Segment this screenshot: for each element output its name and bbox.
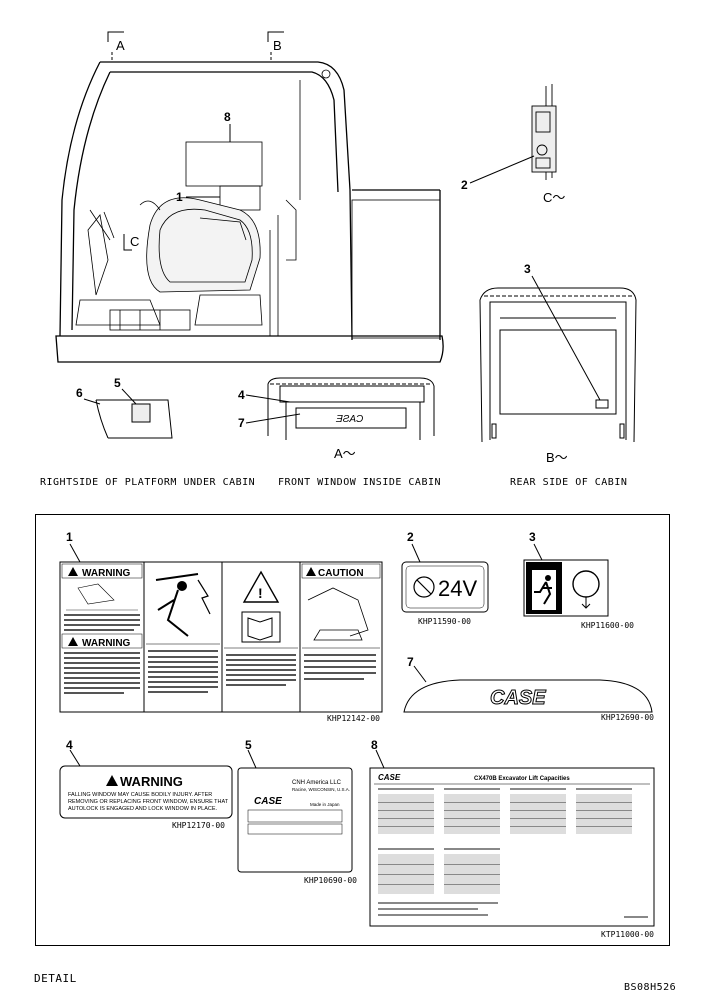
decal-2: 24V (401, 543, 489, 613)
cab-interior (75, 69, 331, 336)
decal-4-line2: REMOVING OR REPLACING FRONT WINDOW, ENSU… (68, 799, 229, 805)
caption-platform: RIGHTSIDE OF PLATFORM UNDER CABIN (40, 477, 256, 488)
section-a-label: A (116, 38, 125, 53)
view-c-letter: C (130, 234, 139, 249)
platform-view (95, 399, 173, 439)
decal-5-part-number: KHP10690-00 (304, 876, 357, 885)
view-c-detail (531, 84, 557, 180)
detail-callout-8: 8 (371, 738, 378, 752)
decal-4: WARNING FALLING WINDOW MAY CAUSE BODILY … (59, 749, 233, 819)
detail-callout-3: 3 (529, 530, 536, 544)
drawing-id: BS08H526 (624, 982, 677, 993)
callout-3: 3 (524, 262, 531, 276)
decal-7-part-number: KHP12690-00 (601, 713, 654, 722)
decal-4-line1: FALLING WINDOW MAY CAUSE BODILY INJURY. … (68, 792, 212, 798)
view-c-marker (123, 234, 132, 251)
decal-8-table-grid (378, 788, 648, 918)
callout-4: 4 (238, 388, 245, 402)
callout-1: 1 (176, 190, 183, 204)
decal-7-logo: CASE (490, 687, 546, 709)
decal-5: CNH America LLC Racine, WISCONSIN, U.S.A… (237, 749, 353, 873)
decal-1-caution: CAUTION (318, 568, 364, 579)
decal-8-title: CX470B Excavator Lift Capacities (474, 776, 570, 782)
detail-box (35, 514, 670, 946)
detail-callout-4: 4 (66, 738, 73, 752)
front-window-view: ƎƧAƆ (267, 377, 435, 440)
decal-5-city: Racine, WISCONSIN, U.S.A. (292, 787, 350, 792)
svg-text:ƎƧAƆ: ƎƧAƆ (335, 414, 363, 425)
decal-1-part-number: KHP12142-00 (327, 714, 380, 723)
decal-8: CASE CX470B Excavator Lift Capacities (369, 749, 655, 927)
decal-1-warning: WARNING (82, 568, 131, 579)
detail-callout-1: 1 (66, 530, 73, 544)
callout-5: 5 (114, 376, 121, 390)
caption-rear-side: REAR SIDE OF CABIN (510, 477, 628, 488)
detail-callout-5: 5 (245, 738, 252, 752)
cab-side-view: A B C (55, 31, 637, 465)
decal-7: CASE (403, 665, 653, 713)
decal-1: WARNING WARNING ! CAUTION (59, 543, 383, 713)
section-marker-b (267, 31, 284, 42)
view-b-title: B～ (546, 450, 568, 465)
decal-5-made-in: Made in Japan (310, 802, 340, 807)
section-b-label: B (273, 38, 282, 53)
callout-2: 2 (461, 178, 468, 192)
caption-front-window: FRONT WINDOW INSIDE CABIN (278, 477, 442, 488)
decal-2-part-number: KHP11590-00 (418, 617, 471, 626)
callout-6: 6 (76, 386, 83, 400)
callout-8: 8 (224, 110, 231, 124)
decal-8-logo: CASE (378, 773, 401, 782)
detail-callout-7: 7 (407, 655, 414, 669)
view-a-title: A～ (334, 446, 356, 461)
decal-3-part-number: KHP11600-00 (581, 621, 634, 630)
decal-5-company: CNH America LLC (292, 780, 342, 786)
decal-4-title: WARNING (120, 774, 183, 789)
rear-cab-view (479, 287, 637, 443)
decal-1-warning2: WARNING (82, 638, 131, 649)
svg-text:!: ! (258, 585, 263, 601)
decal-2-voltage: 24V (438, 576, 477, 601)
view-c-title: C～ (543, 190, 565, 205)
detail-callout-2: 2 (407, 530, 414, 544)
detail-label: DETAIL (34, 972, 77, 985)
decal-3 (523, 543, 609, 617)
callout-7: 7 (238, 416, 245, 430)
decal-5-logo: CASE (254, 796, 282, 807)
section-marker-a (107, 31, 124, 42)
cab-outline (55, 61, 444, 363)
decal-4-line3: AUTOLOCK IS ENGAGED AND LOCK WINDOW IN P… (68, 806, 218, 812)
decal-4-part-number: KHP12170-00 (172, 821, 225, 830)
decal-8-part-number: KTP11000-00 (601, 930, 654, 939)
